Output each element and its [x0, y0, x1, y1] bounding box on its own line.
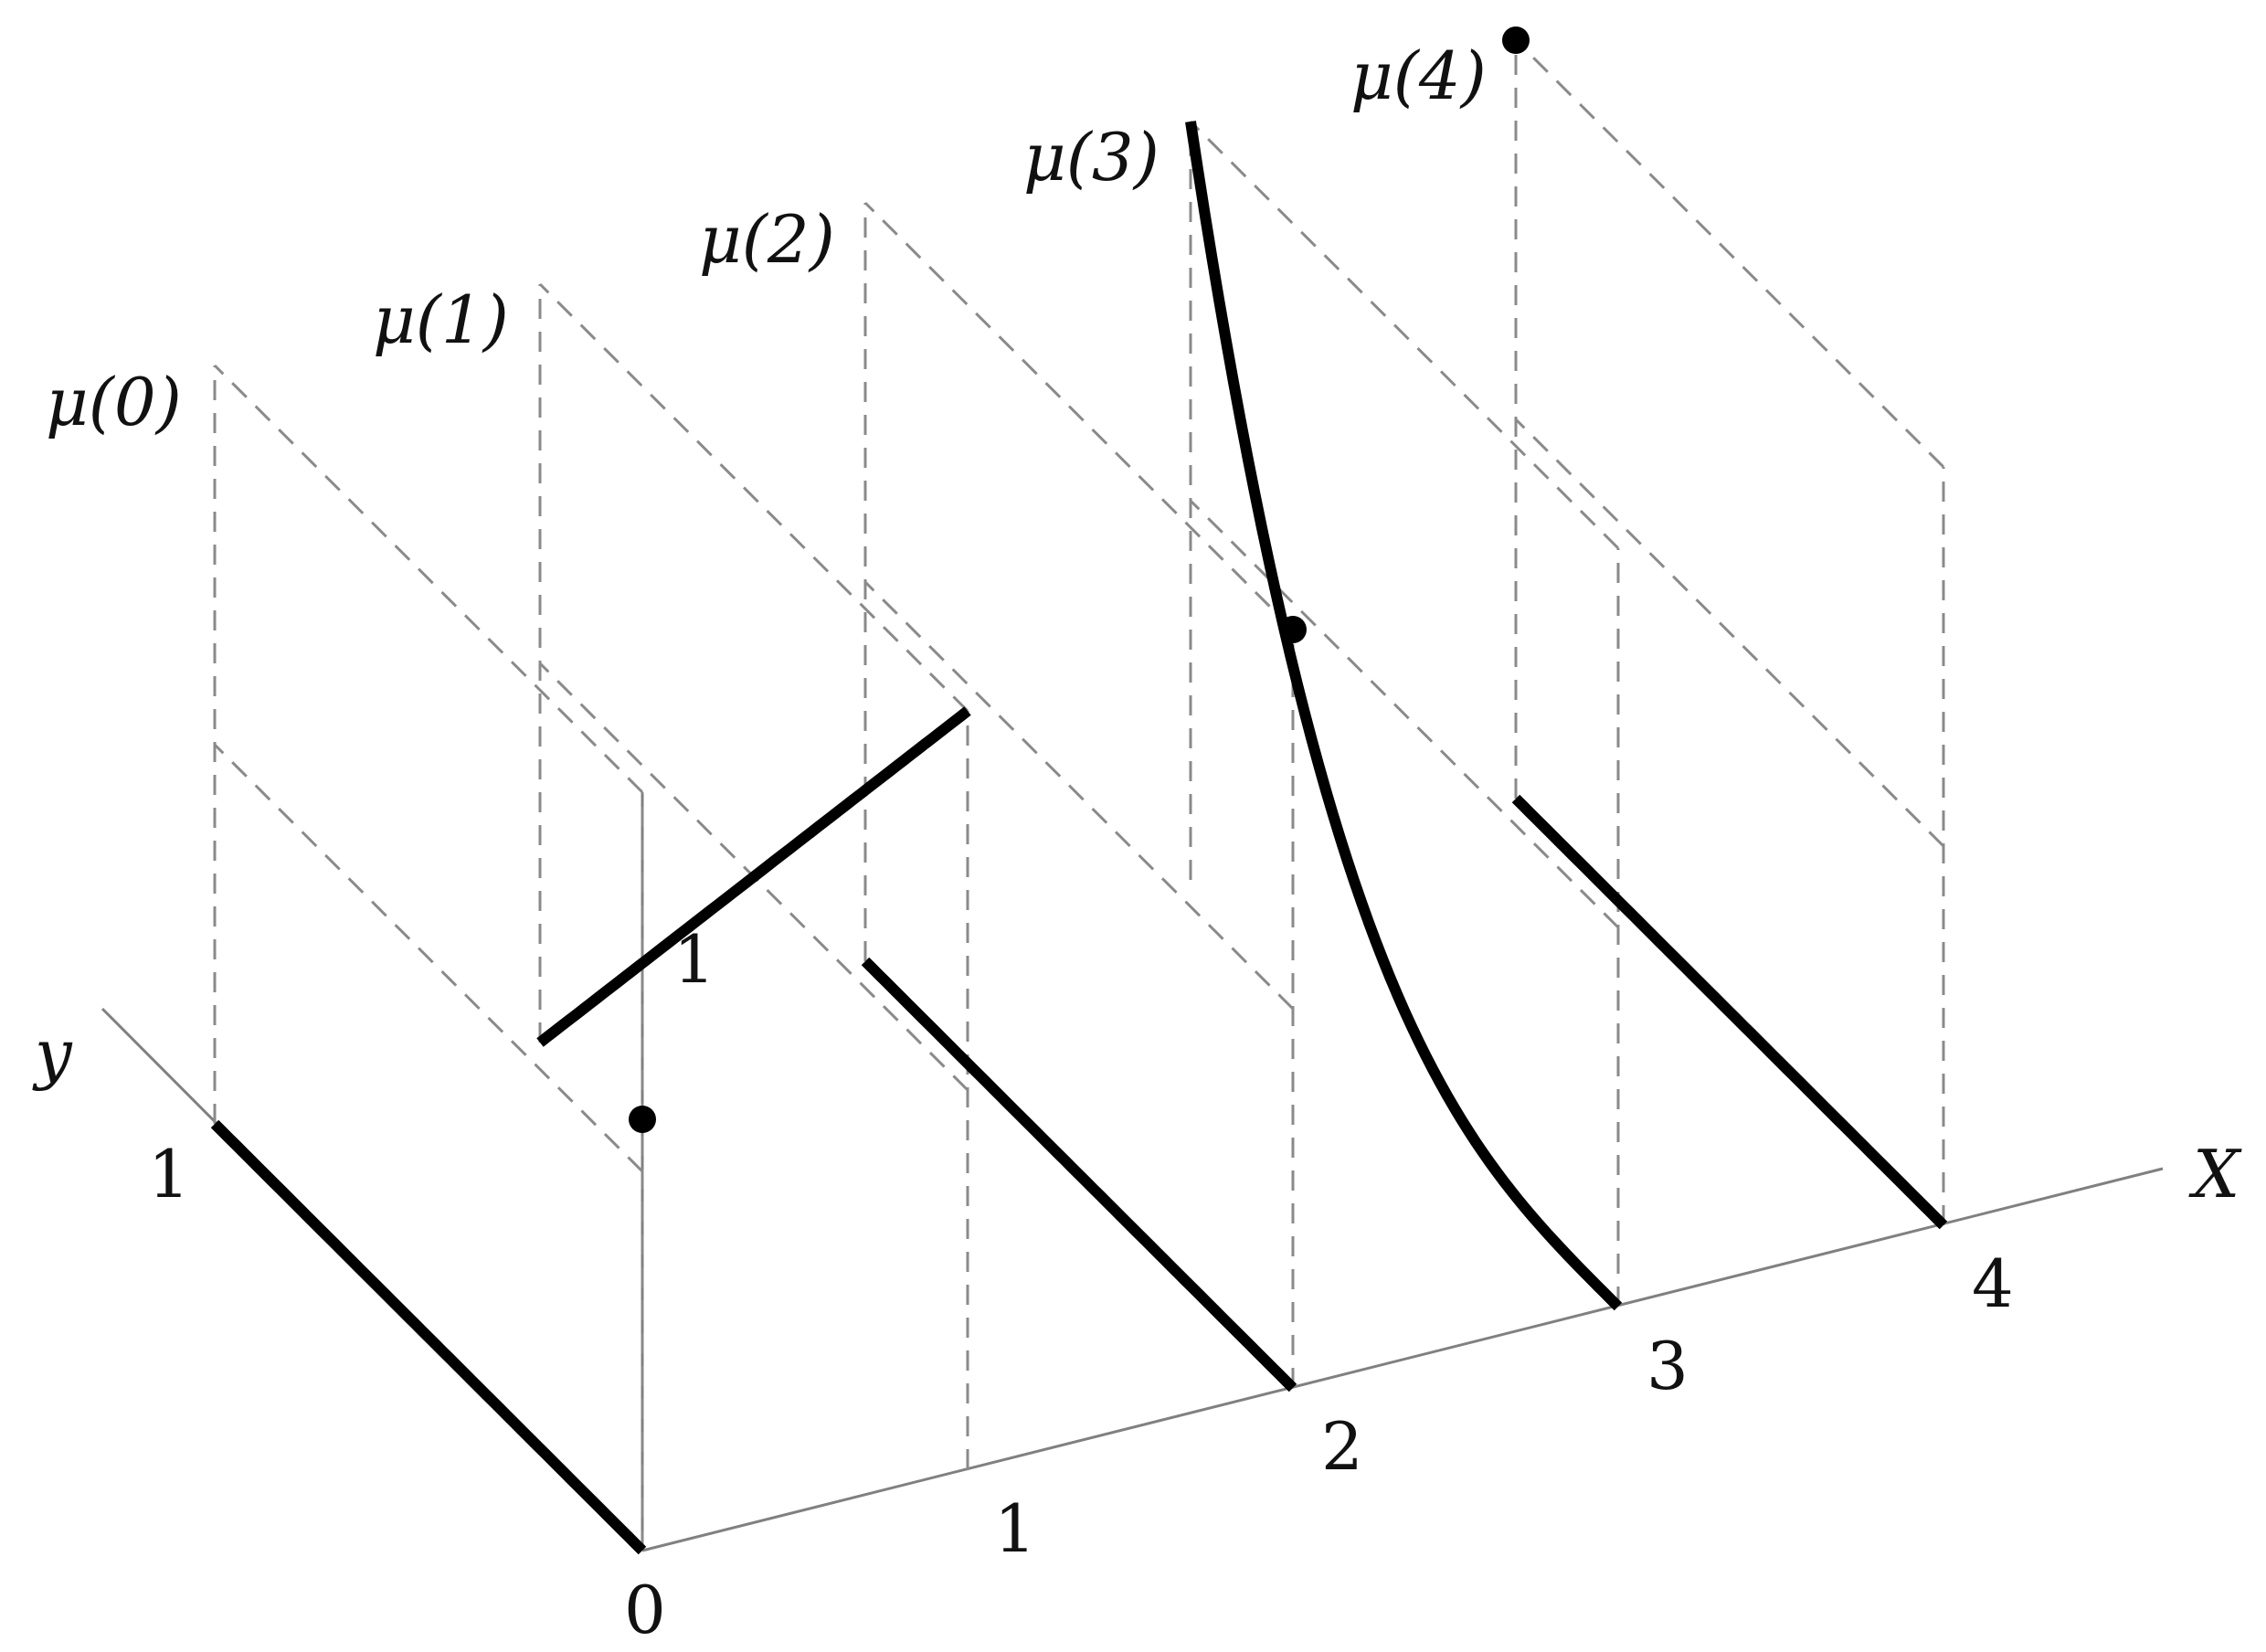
density-curve-2: [861, 957, 1297, 1393]
atom-4: [1502, 26, 1530, 54]
y-axis-label: y: [32, 1015, 73, 1092]
x-axis-label: X: [2188, 1136, 2242, 1213]
density-curve-3: [1185, 121, 1623, 1311]
x-tick-3: 3: [1647, 1328, 1689, 1404]
guide-top-3: [1189, 120, 1620, 550]
x-tick-2: 2: [1321, 1408, 1363, 1485]
axes: [101, 793, 2164, 1552]
z-tick-1: 1: [673, 921, 715, 998]
guide-top-0: [213, 364, 644, 794]
atom-2: [1279, 616, 1307, 643]
guide-mid-4: [1514, 418, 1945, 848]
mu-0-label: μ(0): [46, 364, 182, 440]
mu-2-label: μ(2): [699, 201, 835, 278]
density-curve-4: [1511, 794, 1948, 1230]
guide-top-4: [1514, 38, 1945, 469]
density-curve-0: [210, 1119, 647, 1555]
origin-atom: [629, 1106, 656, 1133]
y-tick-1: 1: [148, 1136, 190, 1213]
guide-top-2: [863, 201, 1295, 631]
guide-mid-3: [1189, 499, 1620, 929]
guide-mid-2: [863, 580, 1295, 1011]
density-curve-1: [536, 706, 971, 1047]
labels: μ(0) μ(1) μ(2) μ(3) μ(4) 0 1 2 3 4 1 1 X…: [32, 37, 2242, 1648]
atoms: [629, 26, 1530, 1133]
mu-1-label: μ(1): [373, 281, 509, 358]
guide-mid-0: [213, 743, 644, 1173]
mu-4-label: μ(4): [1350, 37, 1487, 114]
measure-curves: [210, 121, 1948, 1555]
x-axis: [641, 1167, 2164, 1552]
origin-label: 0: [624, 1572, 666, 1648]
x-tick-1: 1: [994, 1490, 1036, 1567]
mu-3-label: μ(3): [1023, 119, 1159, 196]
guide-top-1: [538, 282, 969, 713]
guide-frames: [213, 38, 1945, 1551]
x-tick-4: 4: [1972, 1245, 2014, 1322]
